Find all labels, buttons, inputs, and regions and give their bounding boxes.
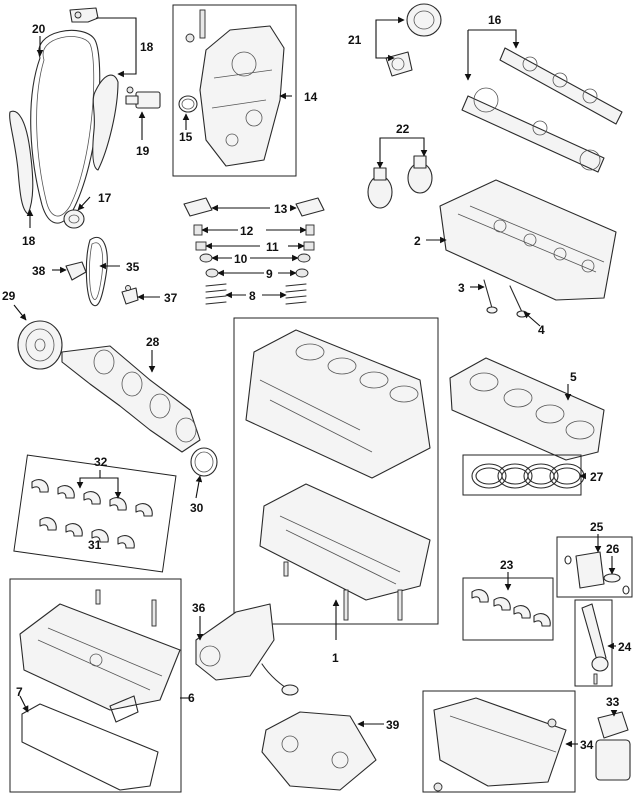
callout-19: 19: [136, 144, 150, 158]
callout-12: 12: [240, 224, 254, 238]
head-gasket: [449, 357, 605, 461]
balance-shaft: [261, 711, 377, 791]
camshafts: [461, 47, 623, 173]
connecting-rod: [574, 599, 613, 687]
callout-6: 6: [188, 691, 195, 705]
valvetrain-components: [183, 197, 325, 305]
tensioner-bracket: [69, 7, 99, 23]
piston-rings: [462, 454, 585, 496]
callout-27: 27: [590, 470, 604, 484]
front-seal: [178, 95, 198, 113]
callout-4: 4: [538, 323, 545, 337]
engine-block: [245, 329, 431, 479]
callout-34: 34: [580, 738, 594, 752]
oil-pump-chain: [85, 237, 108, 307]
callout-8: 8: [249, 289, 256, 303]
callout-7: 7: [16, 685, 23, 699]
callout-labels: 1 2 3 4 5 6 7 8 9 10 11 12 13 14 15 16 1…: [2, 13, 632, 752]
bedplate: [259, 483, 431, 601]
callout-24: 24: [618, 640, 632, 654]
chain-tensioner: [125, 86, 161, 109]
callout-2: 2: [414, 234, 421, 248]
vvt-solenoids: [367, 155, 433, 209]
oil-chain-tensioner: [65, 261, 87, 281]
callout-16: 16: [488, 13, 502, 27]
chain-guide-small: [121, 285, 139, 305]
callout-31: 31: [88, 538, 102, 552]
callout-11: 11: [266, 240, 279, 254]
callout-20: 20: [32, 22, 46, 36]
callout-21: 21: [348, 33, 362, 47]
valves: [483, 279, 528, 318]
callout-3: 3: [458, 281, 465, 295]
callout-23: 23: [500, 558, 514, 572]
callout-25: 25: [590, 520, 604, 534]
crankshaft: [61, 345, 201, 453]
cam-phaser-gear: [385, 3, 442, 77]
crank-sprocket: [63, 209, 85, 229]
callout-36: 36: [192, 601, 206, 615]
oil-pan-frame: [422, 690, 576, 793]
rear-main-seal: [190, 447, 218, 477]
chain-guide-left: [9, 110, 34, 215]
oil-pump: [195, 603, 299, 696]
main-bearings: [13, 454, 177, 573]
callout-38: 38: [32, 264, 46, 278]
valve-cover-gasket: [21, 695, 159, 791]
callout-1: 1: [332, 651, 339, 665]
valve-cover: [19, 589, 181, 711]
callout-28: 28: [146, 335, 160, 349]
callout-37: 37: [164, 291, 178, 305]
oil-filter: [595, 711, 631, 781]
callout-10: 10: [234, 252, 248, 266]
crank-pulley: [17, 320, 63, 370]
callout-39: 39: [386, 718, 400, 732]
oil-cover-frame: [9, 578, 182, 793]
piston-assembly: [556, 536, 633, 598]
callout-9: 9: [266, 267, 273, 281]
callout-26: 26: [606, 542, 620, 556]
timing-chain: [30, 29, 101, 224]
leader-lines: [13, 16, 618, 748]
callout-29: 29: [2, 289, 16, 303]
callout-30: 30: [190, 501, 204, 515]
callout-13: 13: [274, 202, 288, 216]
timing-cover: [199, 25, 285, 167]
callout-33: 33: [606, 695, 620, 709]
oil-pan: [433, 697, 567, 792]
callout-15: 15: [179, 130, 193, 144]
callout-5: 5: [570, 370, 577, 384]
callout-18a: 18: [140, 40, 154, 54]
callout-22: 22: [396, 122, 410, 136]
callout-14: 14: [304, 90, 318, 104]
cylinder-head: [439, 179, 617, 301]
callout-32: 32: [94, 455, 108, 469]
chain-guide-right: [92, 74, 119, 171]
cover-bolt: [185, 9, 206, 43]
callout-17: 17: [98, 191, 112, 205]
block-bolts: [283, 561, 403, 621]
callout-35: 35: [126, 260, 140, 274]
rod-bearings: [462, 577, 554, 641]
timing-cover-frame: [172, 4, 297, 177]
callout-18b: 18: [22, 234, 36, 248]
